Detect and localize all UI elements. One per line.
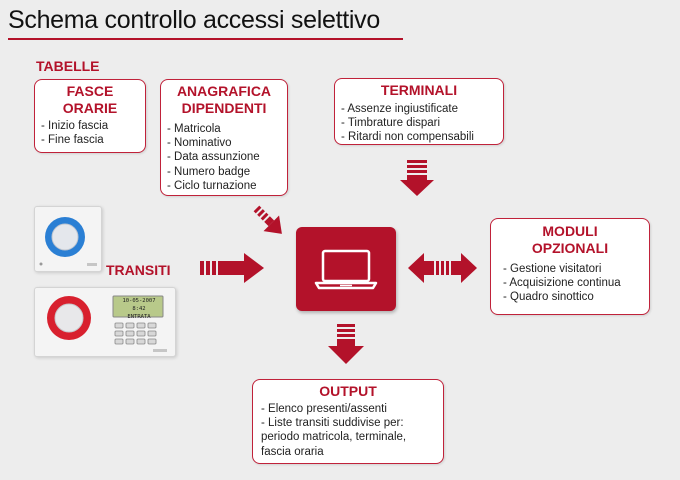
list-item: Nominativo <box>167 136 281 150</box>
list-item: Inizio fascia <box>41 119 139 133</box>
list-item: Fine fascia <box>41 133 139 147</box>
list-item: Data assunzione <box>167 150 281 164</box>
terminal-icon <box>47 295 167 352</box>
fasce-orarie-title-line2: ORARIE <box>62 100 118 116</box>
list-item: Liste transiti suddivise per: <box>261 416 435 430</box>
list-item: Assenze ingiustificate <box>341 102 497 116</box>
fasce-orarie-list: Inizio fascia Fine fascia <box>41 119 139 147</box>
red-terminal-keypad: 10-05-2007 8:42 ENTRATA <box>34 287 176 357</box>
moduli-list: Gestione visitatori Acquisizione continu… <box>497 262 643 305</box>
fasce-orarie-title-line1: FASCE <box>66 83 114 99</box>
laptop-icon <box>314 249 378 290</box>
list-item-continuation: fascia oraria <box>261 445 324 458</box>
output-title: OUTPUT <box>319 383 377 399</box>
output-box: OUTPUT Elenco presenti/assenti Liste tra… <box>252 379 444 464</box>
terminali-title: TERMINALI <box>380 82 458 98</box>
page-title: Schema controllo accessi selettivo <box>8 6 380 34</box>
title-underline <box>8 38 403 40</box>
striped-arrow-icon <box>253 205 282 234</box>
list-item: Quadro sinottico <box>503 290 643 304</box>
moduli-opzionali-box: MODULI OPZIONALI Gestione visitatori Acq… <box>490 218 650 315</box>
terminal-display: 10-05-2007 8:42 ENTRATA <box>115 297 163 321</box>
terminali-box: TERMINALI Assenze ingiustificate Timbrat… <box>334 78 504 145</box>
fasce-orarie-title: FASCE ORARIE <box>41 83 139 117</box>
terminal-display-line2: ENTRATA <box>127 314 151 320</box>
anagrafica-title-line2: DIPENDENTI <box>181 100 267 116</box>
anagrafica-title: ANAGRAFICA DIPENDENTI <box>167 83 281 117</box>
card-reader-icon <box>39 217 97 266</box>
striped-arrow-icon <box>328 324 364 364</box>
list-item: Gestione visitatori <box>503 262 643 276</box>
list-item: Matricola <box>167 122 281 136</box>
terminali-list: Assenze ingiustificate Timbrature dispar… <box>341 102 497 145</box>
central-computer <box>296 227 396 311</box>
moduli-title: MODULI OPZIONALI <box>497 223 643 257</box>
list-item: Elenco presenti/assenti <box>261 402 435 416</box>
list-item: Timbrature dispari <box>341 116 497 130</box>
anagrafica-list: Matricola Nominativo Data assunzione Num… <box>167 122 281 193</box>
terminal-display-line1: 10-05-2007 8:42 <box>122 298 156 312</box>
list-item: Ciclo turnazione <box>167 179 281 193</box>
fasce-orarie-box: FASCE ORARIE Inizio fascia Fine fascia <box>34 79 146 153</box>
list-item: Acquisizione continua <box>503 276 643 290</box>
output-list: Elenco presenti/assenti Liste transiti s… <box>261 402 435 459</box>
blue-proximity-reader <box>34 206 102 272</box>
bidirectional-arrow-icon <box>408 253 477 283</box>
moduli-title-line2: OPZIONALI <box>531 240 609 256</box>
list-item: Ritardi non compensabili <box>341 130 497 144</box>
list-item-continuation: periodo matricola, terminale, <box>261 431 407 444</box>
tabelle-label: TABELLE <box>36 58 100 74</box>
moduli-title-line1: MODULI <box>542 223 598 239</box>
striped-arrow-icon <box>400 160 434 196</box>
list-item: Numero badge <box>167 165 281 179</box>
anagrafica-title-line1: ANAGRAFICA <box>176 83 272 99</box>
striped-arrow-icon <box>200 253 264 283</box>
anagrafica-dipendenti-box: ANAGRAFICA DIPENDENTI Matricola Nominati… <box>160 79 288 196</box>
transiti-label: TRANSITI <box>106 262 171 278</box>
